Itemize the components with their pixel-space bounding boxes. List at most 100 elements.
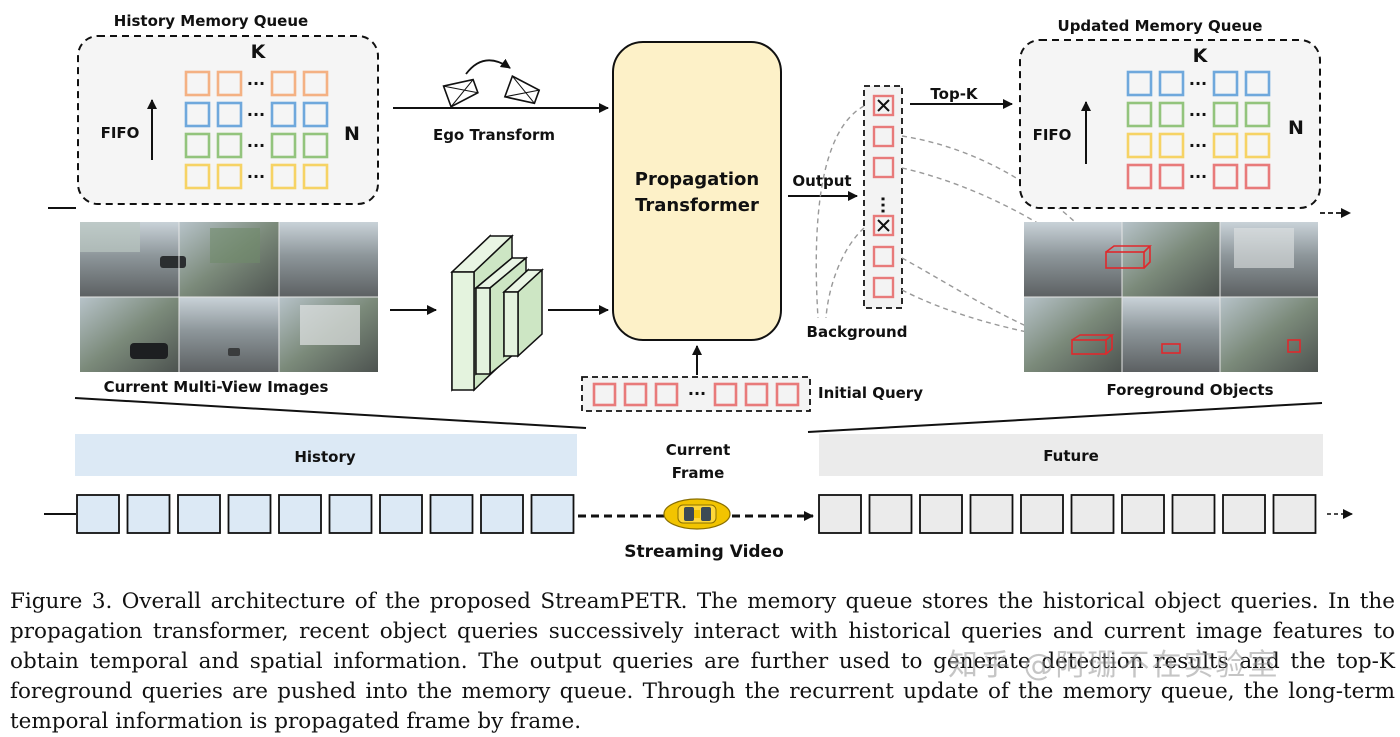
history-ellipsis: ··· xyxy=(247,105,265,124)
initial-query-square xyxy=(713,382,738,407)
future-frames xyxy=(818,494,1317,534)
history-frame xyxy=(530,494,575,534)
discarded-query-square xyxy=(872,94,895,117)
watermark: 知乎 @阿珊不在实验室 xyxy=(948,648,1280,683)
foreground-connector-3 xyxy=(901,257,1081,347)
history-query-square xyxy=(270,70,297,97)
history-ellipsis: ··· xyxy=(247,167,265,186)
background-label: Background xyxy=(807,323,908,341)
architecture-diagram: History Memory Queue K FIFO N ··········… xyxy=(44,12,1353,562)
background-connector-2 xyxy=(825,227,865,319)
discarded-query-square xyxy=(872,214,895,237)
initial-query-label: Initial Query xyxy=(818,384,923,402)
updated-ellipsis: ··· xyxy=(1189,105,1207,124)
history-query-square xyxy=(302,70,329,97)
zoom-line-left xyxy=(74,397,587,429)
output-query-ellipsis: ··· xyxy=(874,196,893,214)
history-query-square xyxy=(184,132,211,159)
future-frame xyxy=(1171,494,1216,534)
history-queue-k-label: K xyxy=(251,41,267,63)
ego-camera-icon-right xyxy=(503,74,541,105)
history-memory-queue-box xyxy=(77,35,379,205)
initial-query-square xyxy=(592,382,617,407)
initial-query-square xyxy=(744,382,769,407)
future-bar xyxy=(819,434,1323,476)
initial-query-box xyxy=(581,376,811,412)
future-frame xyxy=(1070,494,1115,534)
history-query-square xyxy=(216,132,243,159)
future-frame xyxy=(969,494,1014,534)
ego-curve-arrow xyxy=(465,58,511,75)
propagation-transformer-label-line1: Propagation xyxy=(635,169,759,190)
history-query-square xyxy=(216,163,243,190)
foreground-object-images xyxy=(1024,222,1318,372)
propagation-transformer-box xyxy=(612,41,782,341)
history-query-grid: ············ xyxy=(184,70,329,190)
history-query-square xyxy=(302,132,329,159)
updated-memory-queue-title: Updated Memory Queue xyxy=(1058,17,1263,35)
future-label: Future xyxy=(1043,447,1099,465)
zoom-line-right xyxy=(807,402,1323,433)
updated-query-square xyxy=(1244,163,1271,190)
updated-query-square xyxy=(1244,132,1271,159)
history-frame xyxy=(429,494,474,534)
history-queue-fifo-label: FIFO xyxy=(101,124,140,142)
future-frame xyxy=(1121,494,1165,534)
future-frame xyxy=(818,494,862,534)
future-frame xyxy=(1020,494,1064,534)
discard-cross-icon xyxy=(877,99,890,112)
history-query-square xyxy=(184,70,211,97)
future-frame xyxy=(1222,494,1266,534)
foreground-objects-label: Foreground Objects xyxy=(1106,381,1273,399)
initial-query-square xyxy=(623,382,648,407)
history-frame xyxy=(76,494,120,534)
updated-query-square xyxy=(1126,132,1153,159)
history-frame xyxy=(126,494,171,534)
future-frame xyxy=(868,494,913,534)
backbone-network xyxy=(450,234,544,392)
updated-ellipsis: ··· xyxy=(1189,136,1207,155)
propagation-transformer-label-line2: Transformer xyxy=(635,195,759,216)
updated-query-square xyxy=(1158,70,1185,97)
initial-query-square xyxy=(654,382,679,407)
updated-ellipsis: ··· xyxy=(1189,74,1207,93)
history-label: History xyxy=(294,448,355,466)
updated-query-square xyxy=(1244,70,1271,97)
history-query-square xyxy=(302,101,329,128)
output-label: Output xyxy=(792,172,851,190)
updated-query-square xyxy=(1158,132,1185,159)
output-query-column xyxy=(863,85,903,309)
discard-cross-icon xyxy=(877,219,890,232)
car-icon xyxy=(663,498,731,530)
history-query-square xyxy=(302,163,329,190)
history-query-square xyxy=(184,163,211,190)
updated-query-square xyxy=(1126,70,1153,97)
multi-view-images-label: Current Multi-View Images xyxy=(104,378,329,396)
top-k-label: Top-K xyxy=(930,85,979,103)
updated-query-square xyxy=(1212,70,1239,97)
current-frame-label-line2: Frame xyxy=(672,464,725,482)
history-query-square xyxy=(216,101,243,128)
updated-query-square xyxy=(1212,132,1239,159)
history-frame xyxy=(278,494,322,534)
updated-ellipsis: ··· xyxy=(1189,167,1207,186)
updated-query-square xyxy=(1126,163,1153,190)
history-frame xyxy=(227,494,272,534)
history-frames xyxy=(76,494,575,534)
updated-queue-k-label: K xyxy=(1193,45,1209,67)
history-query-square xyxy=(270,163,297,190)
history-query-square xyxy=(184,101,211,128)
history-frame xyxy=(480,494,524,534)
background-connector-1 xyxy=(815,105,865,319)
history-frame xyxy=(379,494,423,534)
updated-query-grid: ··· ··· ··· ··· xyxy=(1126,70,1271,190)
multi-view-images xyxy=(80,222,378,372)
updated-query-square xyxy=(1158,101,1185,128)
history-bar xyxy=(75,434,577,476)
history-frame xyxy=(177,494,221,534)
future-frame xyxy=(919,494,963,534)
future-frame xyxy=(1272,494,1317,534)
history-memory-queue-title: History Memory Queue xyxy=(114,12,308,30)
output-query-square xyxy=(872,125,895,148)
history-query-square xyxy=(270,101,297,128)
